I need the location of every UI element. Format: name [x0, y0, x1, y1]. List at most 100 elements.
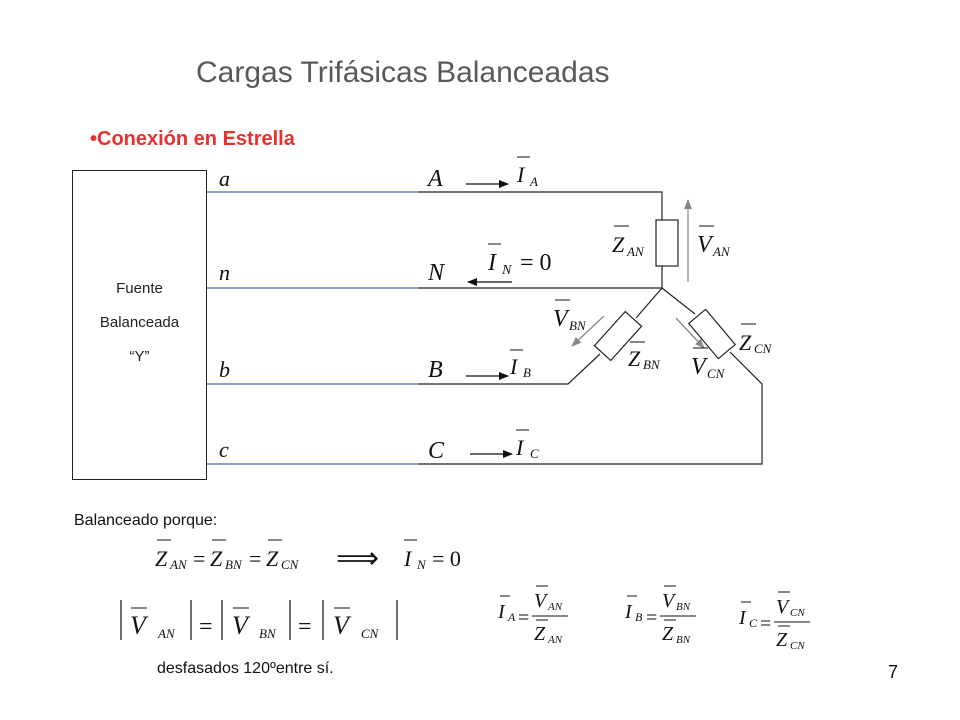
branch-cn-lower [418, 351, 763, 465]
svg-text:CN: CN [754, 341, 773, 356]
label-voltage-an: V AN [697, 225, 731, 259]
svg-text:I: I [487, 250, 497, 276]
svg-text:=: = [199, 614, 213, 640]
svg-text:CN: CN [281, 557, 300, 572]
label-impedance-bn: Z BN [628, 341, 661, 372]
svg-text:I: I [403, 546, 413, 571]
terminal-a: a [219, 166, 230, 191]
terminal-c: c [219, 437, 229, 462]
svg-text:C: C [749, 616, 758, 630]
svg-text:=: = [298, 614, 312, 640]
svg-text:=: = [760, 613, 771, 635]
svg-text:AN: AN [547, 601, 563, 613]
svg-text:Z: Z [776, 629, 788, 651]
svg-text:=: = [646, 607, 657, 629]
svg-text:=: = [249, 546, 261, 571]
connection-subtitle: •Conexión en Estrella [90, 128, 295, 150]
equation-current-a: I A = V AN Z AN [497, 585, 568, 646]
svg-text:N: N [416, 557, 427, 572]
svg-text:AN: AN [169, 557, 188, 572]
svg-text:I: I [738, 607, 747, 629]
equation-current-c: I C = V CN Z CN [738, 591, 810, 652]
svg-text:= 0: = 0 [432, 546, 461, 571]
svg-text:A: A [507, 610, 516, 624]
impedance-cn-box [687, 308, 737, 360]
svg-text:Z: Z [210, 546, 223, 571]
label-current-n: I N = 0 [487, 243, 552, 278]
svg-text:Z: Z [739, 330, 752, 355]
label-current-a: I A [516, 156, 538, 189]
equation-current-b: I B = V BN Z BN [624, 585, 696, 646]
label-voltage-bn: V BN [553, 299, 587, 333]
svg-text:V: V [691, 354, 708, 380]
slide-number: 7 [888, 662, 899, 682]
implies-arrow: ⟹ [336, 542, 379, 575]
svg-text:AN: AN [626, 244, 645, 259]
balanced-because-label: Balanceado porque: [74, 512, 218, 529]
slide-title: Cargas Trifásicas Balanceadas [196, 56, 610, 89]
node-B: B [428, 357, 443, 383]
svg-text:BN: BN [569, 318, 587, 333]
svg-text:=: = [193, 546, 205, 571]
svg-text:CN: CN [361, 626, 380, 641]
svg-text:I: I [624, 601, 633, 623]
svg-text:Z: Z [612, 232, 625, 257]
label-current-b: I B [509, 349, 531, 380]
svg-text:V: V [697, 232, 714, 258]
branch-bn-lower [418, 353, 601, 385]
source-box [72, 170, 207, 480]
source-label-line-2: Balanceada [99, 314, 180, 331]
svg-text:B: B [523, 365, 531, 380]
svg-text:V: V [776, 596, 791, 618]
svg-text:Z: Z [662, 623, 674, 645]
svg-text:BN: BN [676, 634, 691, 646]
svg-text:=: = [518, 607, 529, 629]
svg-text:CN: CN [707, 366, 726, 381]
terminal-n: n [219, 260, 230, 285]
svg-text:BN: BN [643, 357, 661, 372]
svg-text:Z: Z [155, 546, 168, 571]
svg-text:AN: AN [712, 244, 731, 259]
svg-text:AN: AN [547, 634, 563, 646]
svg-text:I: I [509, 354, 519, 379]
label-voltage-cn: V CN [691, 347, 726, 381]
svg-text:Z: Z [534, 623, 546, 645]
svg-text:AN: AN [157, 626, 176, 641]
svg-text:= 0: = 0 [520, 250, 552, 276]
node-C: C [428, 438, 445, 464]
svg-text:V: V [553, 306, 570, 332]
svg-text:V: V [662, 590, 677, 612]
impedance-bn-box [593, 310, 643, 362]
branch-bn-upper [635, 287, 663, 319]
svg-text:BN: BN [676, 601, 691, 613]
svg-text:C: C [530, 446, 539, 461]
node-N: N [427, 260, 446, 286]
svg-text:I: I [497, 601, 506, 623]
branch-cn-upper [661, 287, 696, 315]
label-impedance-cn: Z CN [739, 323, 773, 356]
svg-text:CN: CN [790, 640, 805, 652]
svg-text:V: V [333, 611, 352, 640]
terminal-b: b [219, 357, 230, 382]
source-label-line-1: Fuente [116, 280, 163, 297]
equation-equal-magnitudes: V AN = V BN = V CN [120, 600, 398, 641]
voltage-cn-arrow [675, 317, 705, 349]
svg-text:V: V [534, 590, 549, 612]
source-label-line-3: “Y” [129, 348, 150, 365]
phase-shift-note: desfasados 120ºentre sí. [157, 660, 334, 677]
svg-text:N: N [501, 263, 512, 278]
line-a-load [418, 191, 663, 220]
svg-text:V: V [232, 611, 251, 640]
svg-text:V: V [130, 611, 149, 640]
svg-text:Z: Z [628, 346, 641, 371]
svg-text:Z: Z [266, 546, 279, 571]
equation-equal-impedances: Z AN = Z BN = Z CN [155, 539, 300, 572]
svg-text:CN: CN [790, 607, 805, 619]
svg-text:B: B [635, 610, 643, 624]
equation-neutral-current-zero: I N = 0 [403, 539, 461, 572]
svg-text:BN: BN [225, 557, 243, 572]
label-impedance-an: Z AN [612, 225, 645, 259]
svg-text:BN: BN [259, 626, 277, 641]
svg-text:I: I [515, 435, 525, 460]
